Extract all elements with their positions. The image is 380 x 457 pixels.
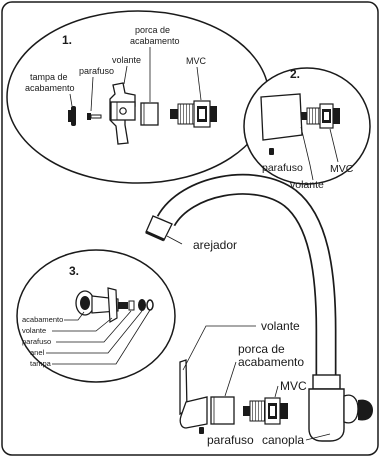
mvc-cartridge-part [170,100,217,128]
leader-mvc-2 [329,128,339,163]
faucet-body [308,388,345,442]
label-handle: volante [112,55,141,65]
label-finishing-nut-line2: acabamento [130,36,180,46]
label-finishing-nut-line1: porca de [135,25,170,35]
spout-tube-fill [158,175,335,378]
main-faucet-assembly: arejador volante porca de acabamento MVC… [145,173,373,447]
main-lever-handle [179,359,208,429]
leader-finish-3 [64,311,85,321]
leader-handle [123,65,128,85]
cover-cap-part [68,106,76,126]
finishing-nut-part [140,102,159,126]
leader-aerator [166,235,183,245]
panel-3-ellipse [16,249,176,383]
wall-flange-back [358,399,373,421]
leader-main-nut [224,361,237,397]
leader-ring-3 [46,310,143,354]
label-main-mvc: MVC [280,379,307,393]
label-main-screw: parafuso [207,433,254,447]
label-finish-3: acabamento [22,315,63,324]
handle-part [109,82,136,145]
panel-3-number: 3. [69,264,79,278]
label-main-handle: volante [261,319,300,333]
label-main-nut-line1: porca de [238,342,285,356]
label-screw-2: parafuso [262,162,303,174]
spout-collar [312,374,341,390]
label-handle-2: volante [290,179,324,191]
label-flange: canopla [262,433,304,447]
leader-handle-3 [52,317,113,332]
aerator-part [145,215,173,242]
label-screw-3: parafuso [22,337,51,346]
label-screw: parafuso [79,66,114,76]
label-ring-3: anel [30,348,45,357]
label-aerator: arejador [193,238,237,252]
label-cover-cap-line2: acabamento [25,83,75,93]
label-mvc-2: MVC [330,163,354,175]
leader-mvc [196,66,202,101]
wall-flange-part [343,394,359,424]
leader-cover-cap [69,93,73,107]
leader-cap-3 [52,309,151,365]
label-main-nut-line2: acabamento [238,355,304,369]
leader-main-mvc [274,385,279,398]
mvc-cartridge-part-2 [301,103,340,129]
screw-part [87,113,102,120]
knob-handle-part [75,287,154,324]
panel-1-exploded-view: 1. [6,10,270,184]
label-mvc: MVC [186,56,207,66]
main-mvc-cartridge [243,397,288,425]
label-cover-cap-line1: tampa de [30,72,68,82]
leader-main-handle [182,325,256,371]
label-cap-3: tampa [30,359,52,368]
panel-2-exploded-view: 2. parafuso volante MVC [243,67,371,191]
main-finishing-nut [210,396,235,425]
leader-handle-2 [300,126,314,181]
panel-2-number: 2. [290,67,300,81]
leader-flange [305,433,331,441]
leader-screw-3 [56,310,132,343]
leader-screw [90,76,94,112]
screw-part-2 [269,148,274,155]
label-handle-3: volante [22,326,46,335]
panel-1-number: 1. [62,33,72,47]
panel-3-exploded-view: 3. acabamento volante parafuso anel tamp… [16,249,176,383]
lever-handle-part [260,93,303,141]
main-screw-part [199,427,204,434]
